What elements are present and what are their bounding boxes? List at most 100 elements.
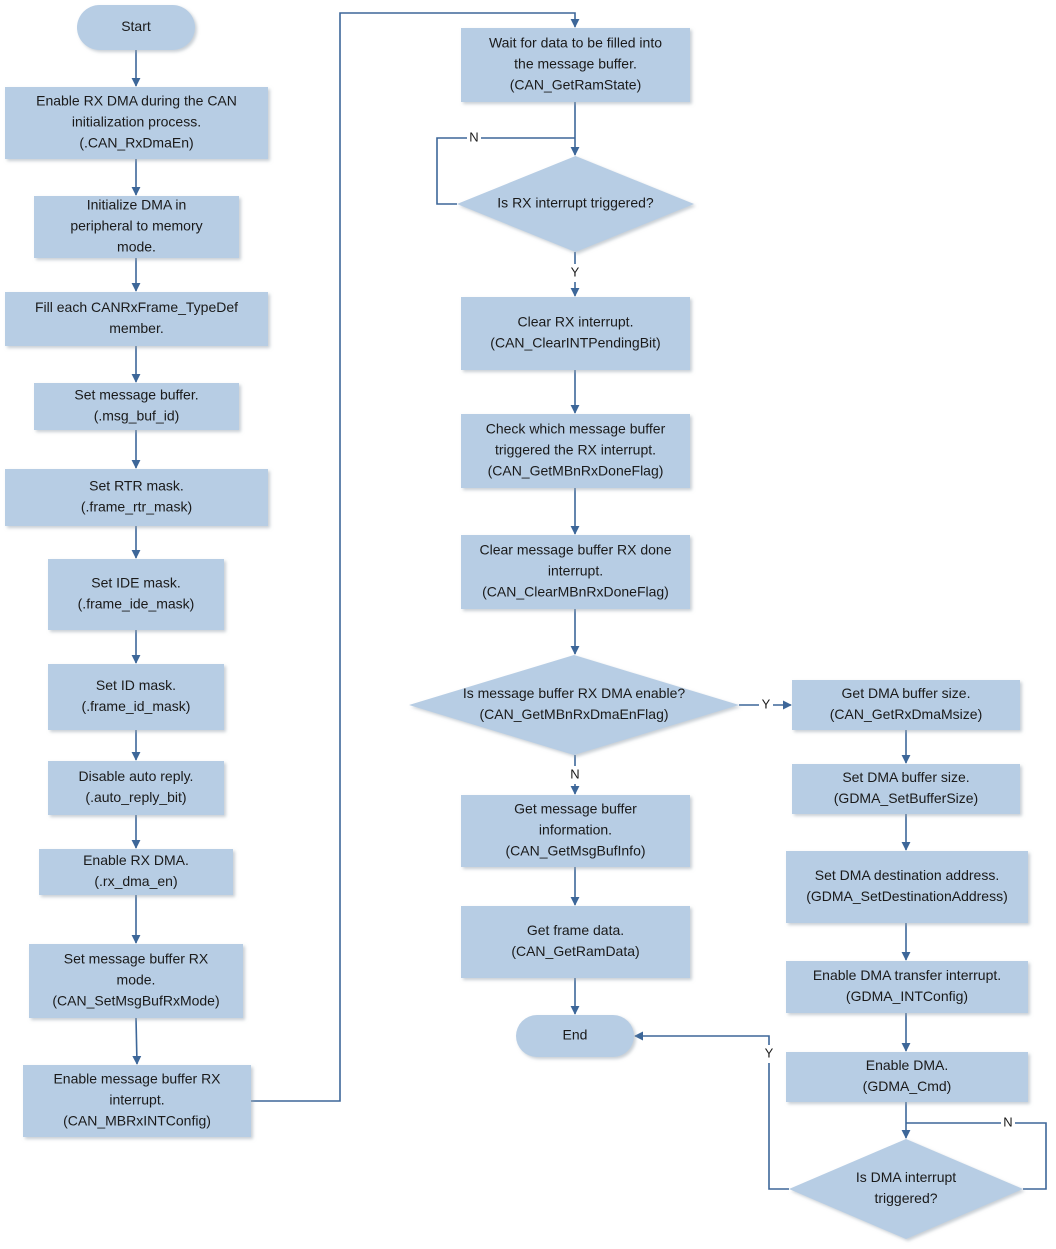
node-text-line: (.msg_buf_id) [94,408,180,424]
terminator-shape [516,1015,634,1057]
node-text-line: (.frame_ide_mask) [78,596,195,612]
node-text-line: Set IDE mask. [91,575,180,591]
node-text-line: (CAN_GetMBnRxDoneFlag) [488,463,664,479]
node-text-line: Set ID mask. [96,677,176,693]
node-enable-rx-int: Enable message buffer RXinterrupt.(CAN_M… [23,1065,251,1137]
process-box [461,414,690,488]
node-enable-dma: Enable DMA. (GDMA_Cmd) [786,1052,1028,1102]
node-text-line: (.CAN_RxDmaEn) [79,135,193,151]
process-box [34,196,239,258]
node-disable-auto-reply: Disable auto reply. (.auto_reply_bit) [48,761,224,815]
node-text-line: Get message buffer [514,801,637,817]
edge-label-backing [1001,1114,1015,1132]
node-text-line: (.frame_id_mask) [82,698,191,714]
process-box [5,469,268,526]
process-box [786,961,1028,1013]
node-clear-done: Clear message buffer RX done interrupt. (C… [461,535,690,609]
node-text-line: (GDMA_Cmd) [863,1078,952,1094]
node-text-line: Set message buffer. [74,387,198,403]
node-text-line: End [563,1027,588,1043]
process-box [48,761,224,815]
node-text-line: (.auto_reply_bit) [85,789,186,805]
process-box [29,944,243,1018]
edge-label-backing [759,696,773,714]
node-text-line: Set message buffer RX [64,951,209,967]
process-box [34,383,239,430]
decision-diamond [789,1139,1023,1239]
node-text-line: peripheral to memory [70,218,202,234]
node-text-line: Disable auto reply. [79,768,194,784]
node-get-dma-size: Get DMA buffer size. (CAN_GetRxDmaMsize) [792,680,1020,730]
node-set-rx-mode: Set message buffer RXmode.(CAN_SetMsgBuf… [29,944,243,1018]
node-text-line: triggered? [874,1190,937,1206]
node-text-line: Clear message buffer RX done [480,542,672,558]
node-text-line: Is DMA interrupt [856,1169,956,1185]
node-set-id-mask: Set ID mask. (.frame_id_mask) [48,664,224,730]
node-text-line: (CAN_ClearMBnRxDoneFlag) [482,584,669,600]
node-text-line: Fill each CANRxFrame_TypeDef [35,299,238,315]
node-enable-rx-dma-init: Enable RX DMA during the CAN initializati… [5,87,268,159]
node-text-line: (CAN_GetRamData) [511,943,639,959]
terminator-shape [77,5,195,50]
node-enable-rx-dma: Enable RX DMA.(.rx_dma_en) [39,849,233,895]
process-box [792,680,1020,730]
decision-diamond [457,156,694,252]
process-box [792,764,1020,814]
node-text-line: (GDMA_SetDestinationAddress) [806,888,1008,904]
edge-label-backing [762,1045,776,1063]
process-box [461,297,690,370]
node-text-line: interrupt. [548,563,603,579]
node-text-line: (GDMA_SetBufferSize) [834,790,978,806]
edge-label-backing [467,129,481,147]
node-text-line: information. [539,822,612,838]
node-set-dma-dest: Set DMA destination address.(GDMA_SetDes… [786,851,1028,923]
node-text-line: initialization process. [72,114,201,130]
connector-no-loop [436,137,575,205]
node-set-dma-size: Set DMA buffer size.(GDMA_SetBufferSize) [792,764,1020,814]
node-text-line: (CAN_GetRxDmaMsize) [830,706,982,722]
node-text-line: (CAN_GetMsgBufInfo) [505,843,645,859]
process-box [461,906,690,978]
node-text-line: (CAN_SetMsgBufRxMode) [52,993,219,1009]
node-text-line: Set RTR mask. [89,478,184,494]
node-text-line: Enable RX DMA during the CAN [36,93,237,109]
node-text-line: mode. [117,239,156,255]
process-box [461,795,690,867]
connector-yes-arrow [634,1031,789,1190]
node-text-line: Enable DMA transfer interrupt. [813,967,1001,983]
process-box [786,851,1028,923]
node-text-line: (.rx_dma_en) [94,873,177,889]
node-get-buf-info: Get message buffer information. (CAN_GetMs… [461,795,690,867]
connector-arrow [132,1017,142,1065]
node-text-line: (CAN_MBRxINTConfig) [63,1113,211,1129]
node-get-frame: Get frame data.(CAN_GetRamData) [461,906,690,978]
decision-diamond [409,655,739,755]
node-text-line: Start [121,18,151,34]
process-box [39,849,233,895]
node-start: Start [77,5,195,50]
node-clear-rx-int: Clear RX interrupt.(CAN_ClearINTPendingB… [461,297,690,370]
edge-label-dma-int-yes: Y [765,1045,774,1060]
edge-label-rx-int-no: N [469,129,478,144]
process-box [23,1065,251,1137]
node-text-line: Is RX interrupt triggered? [497,195,654,211]
process-box [461,535,690,609]
node-text-line: Enable DMA. [866,1057,948,1073]
process-box [48,559,224,630]
edge-label-backing [568,766,582,784]
node-text-line: Get DMA buffer size. [842,685,971,701]
node-text-line: (CAN_GetRamState) [510,77,641,93]
process-box [5,292,268,346]
node-text-line: (CAN_GetMBnRxDmaEnFlag) [479,706,668,722]
node-is-dma-int: Is DMA interrupt triggered? [789,1139,1023,1239]
node-set-rtr-mask: Set RTR mask.(.frame_rtr_mask) [5,469,268,526]
node-is-dma-enable: Is message buffer RX DMA enable?(CAN_Get… [409,655,739,755]
node-end: End [516,1015,634,1057]
connector-no-loop [906,1122,1047,1190]
node-text-line: (CAN_ClearINTPendingBit) [490,335,660,351]
